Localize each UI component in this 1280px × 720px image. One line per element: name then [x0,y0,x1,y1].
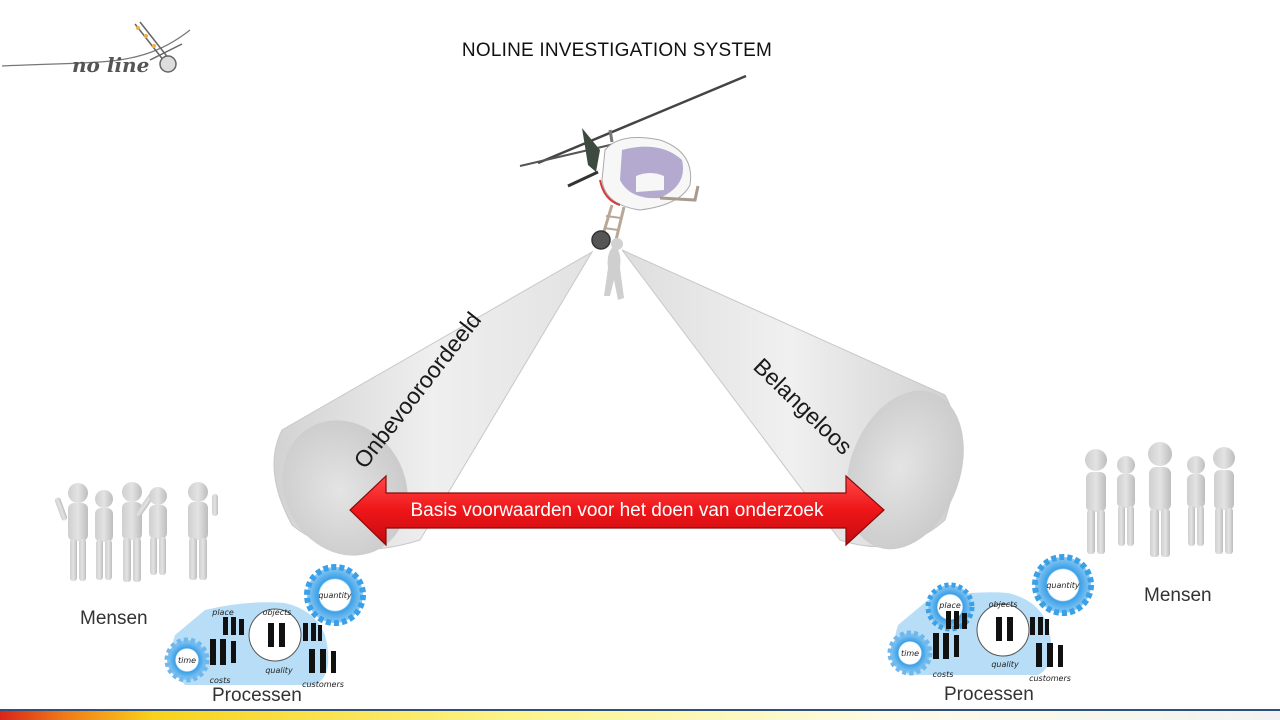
svg-text:customers: customers [1029,674,1071,683]
caption-process-left: Processen [212,685,302,706]
gear-quantity: quantity [304,564,366,626]
arrow-label: Basis voorwaarden voor het doen van onde… [411,500,824,521]
gear-quantity-right: quantity [1032,554,1094,616]
beam-left: Onbevooroordeeld [273,250,594,556]
svg-text:quantity: quantity [318,591,352,600]
spotlight-icon [591,230,611,250]
gear-time-right: time [887,630,933,676]
caption-people-right: Mensen [1144,585,1212,606]
svg-text:quality: quality [991,660,1019,669]
hanging-figure-icon [591,230,624,300]
gear-place-right [925,582,975,632]
silhouette-people-right [933,611,1063,667]
svg-text:place: place [938,601,961,610]
gear-time: time [164,637,210,683]
guitar-icon [134,21,183,73]
people-group-left-icon [54,482,218,582]
svg-text:objects: objects [989,600,1018,609]
caption-process-right: Processen [944,684,1034,705]
logo-text: no line [72,53,149,77]
svg-text:customers: customers [302,680,344,689]
silhouette-people [210,617,336,673]
footer-gradient-stripe [0,711,1280,720]
svg-text:place: place [211,608,234,617]
svg-text:quantity: quantity [1046,581,1080,590]
rotor-blade [537,74,747,165]
noline-logo: no line [1,21,191,77]
process-gears-right-icon: quantity time place objects quality cost… [887,554,1094,683]
helicopter-icon [519,74,747,241]
svg-text:time: time [178,656,196,665]
svg-text:quality: quality [265,666,293,675]
process-gears-left-icon: quantity time place objects quality cost… [164,564,366,689]
svg-text:costs: costs [210,676,231,685]
double-arrow: Basis voorwaarden voor het doen van onde… [349,474,885,547]
caption-people-left: Mensen [80,608,148,629]
svg-text:costs: costs [933,670,954,679]
svg-text:objects: objects [263,608,292,617]
logo-swoosh [1,29,191,67]
helicopter-tail [582,128,600,172]
page-title: NOLINE INVESTIGATION SYSTEM [461,40,773,61]
svg-text:time: time [901,649,919,658]
people-group-right-icon [1085,442,1235,557]
